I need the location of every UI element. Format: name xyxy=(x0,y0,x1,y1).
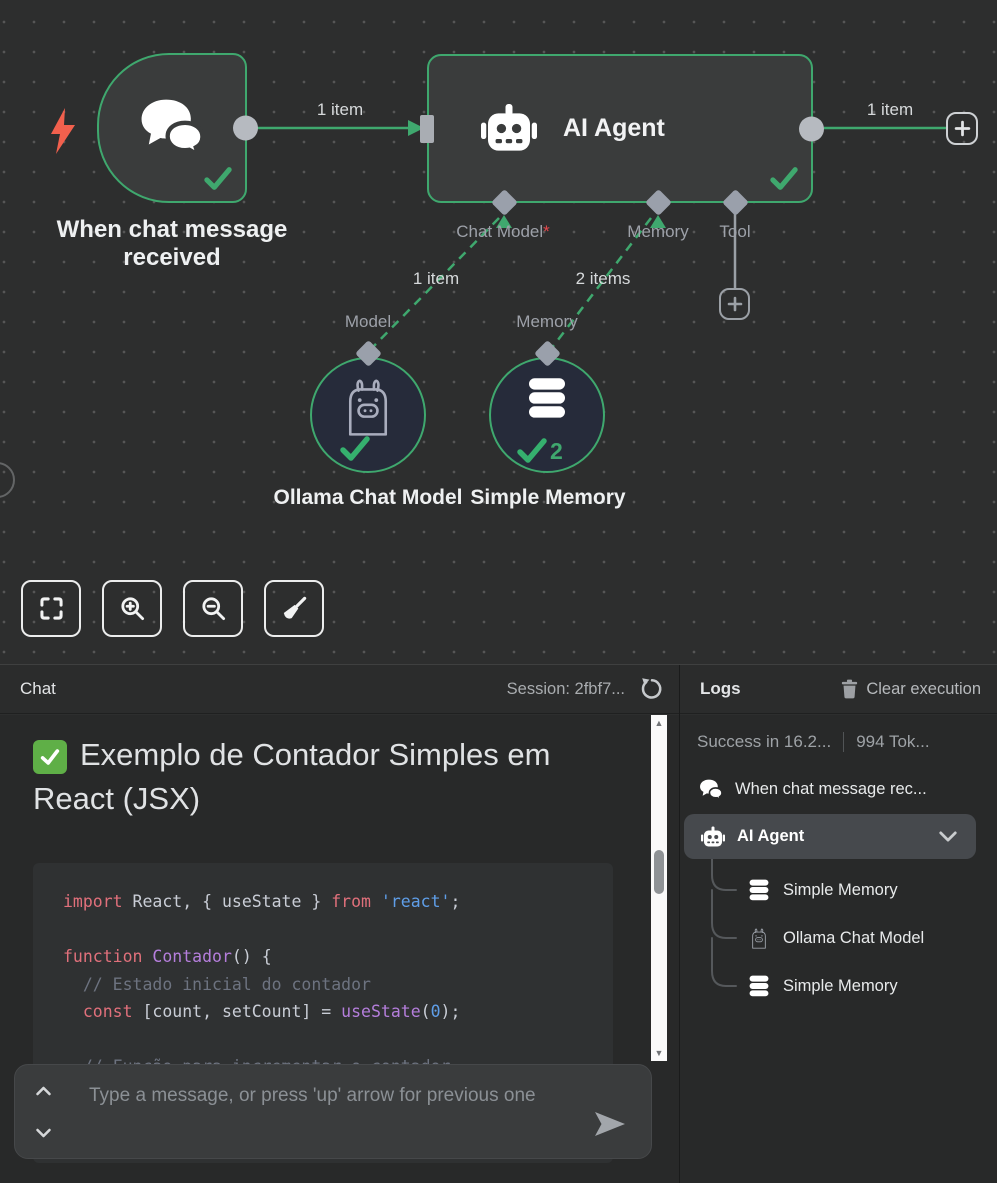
code-line: // Estado inicial do contador xyxy=(63,974,371,994)
log-row-ollama-chat-model[interactable]: Ollama Chat Model xyxy=(746,920,989,956)
success-check-count: 2 xyxy=(517,437,563,465)
edge-items-label: 1 item xyxy=(316,100,364,119)
llama-icon xyxy=(342,375,394,437)
memory-port-label: Memory xyxy=(627,222,689,241)
scrollbar-thumb[interactable] xyxy=(654,850,664,894)
code-line xyxy=(63,916,583,944)
success-check-icon xyxy=(340,435,370,463)
memory-subport-label: Memory xyxy=(516,312,578,331)
tool-port-label: Tool xyxy=(719,222,751,241)
status-tokens: 994 Tok... xyxy=(856,732,930,751)
connection-arrow-icon xyxy=(496,215,512,228)
send-button[interactable] xyxy=(593,1110,627,1138)
bottom-panels: Chat Session: 2fbf7... Exemplo de Contad… xyxy=(0,664,997,1183)
success-check-icon xyxy=(517,437,547,465)
code-line: function Contador() { xyxy=(63,947,272,966)
edge-items-label: 2 items xyxy=(575,269,631,288)
add-node-button[interactable] xyxy=(946,112,978,145)
chat-panel: Chat Session: 2fbf7... Exemplo de Contad… xyxy=(0,665,679,1183)
connection-arrow-icon xyxy=(650,215,666,228)
ollama-node-label: Ollama Chat Model xyxy=(273,486,463,509)
tidy-up-button[interactable] xyxy=(264,580,324,637)
expand-icon xyxy=(38,595,65,622)
success-check-icon xyxy=(770,166,798,192)
database-icon xyxy=(746,975,772,997)
log-row-simple-memory[interactable]: Simple Memory xyxy=(746,968,989,1004)
log-row-simple-memory[interactable]: Simple Memory xyxy=(746,872,989,908)
chat-bubbles-icon xyxy=(698,778,724,800)
white-check-mark-emoji xyxy=(33,740,67,774)
zoom-in-button[interactable] xyxy=(102,580,162,637)
output-port[interactable] xyxy=(233,115,258,141)
input-port[interactable] xyxy=(420,114,434,143)
session-id: Session: 2fbf7... xyxy=(506,679,625,698)
output-port[interactable] xyxy=(799,116,824,141)
scroll-up-icon[interactable]: ▲ xyxy=(654,718,664,728)
node-simple-memory[interactable]: 2 xyxy=(489,357,605,473)
database-icon xyxy=(525,377,569,419)
logs-body: Success in 16.2... 994 Tok... When chat … xyxy=(680,715,997,1183)
chevron-down-icon[interactable] xyxy=(938,830,958,843)
assistant-message-title: Exemplo de Contador Simples em React (JS… xyxy=(33,737,551,817)
chat-input-box xyxy=(14,1064,652,1159)
llama-icon xyxy=(746,927,772,949)
trash-icon xyxy=(842,679,858,699)
scroll-down-icon[interactable]: ▼ xyxy=(654,1048,664,1058)
robot-icon xyxy=(481,104,537,153)
log-row-label: When chat message rec... xyxy=(735,779,927,798)
broom-icon xyxy=(281,595,308,622)
node-when-chat-message-received[interactable] xyxy=(97,53,258,203)
logs-header: Logs Clear execution xyxy=(680,665,997,714)
log-row-ai-agent[interactable]: AI Agent xyxy=(684,814,976,859)
lightning-trigger-icon xyxy=(51,108,75,154)
chat-title: Chat xyxy=(20,679,56,698)
code-line: import React, { useState } from 'react'; xyxy=(63,892,461,911)
add-tool-button[interactable] xyxy=(719,288,750,320)
database-icon xyxy=(746,879,772,901)
logs-title: Logs xyxy=(700,679,741,698)
logs-panel: Logs Clear execution Success in 16.2... … xyxy=(679,665,997,1183)
reset-session-button[interactable] xyxy=(639,677,663,701)
send-icon xyxy=(595,1112,625,1136)
chat-model-port-label: Chat Model* xyxy=(456,222,550,241)
edge-items-label: 1 item xyxy=(412,269,460,288)
code-line xyxy=(63,1026,583,1054)
success-check-icon xyxy=(204,166,232,192)
execution-status: Success in 16.2... 994 Tok... xyxy=(697,732,930,752)
refresh-icon xyxy=(641,678,662,699)
chat-messages[interactable]: Exemplo de Contador Simples em React (JS… xyxy=(0,715,679,1183)
history-down-button[interactable] xyxy=(35,1127,52,1139)
log-row-label: AI Agent xyxy=(737,827,805,845)
log-row-label: Simple Memory xyxy=(783,880,898,899)
model-subport-label: Model xyxy=(344,312,392,331)
chat-header: Chat Session: 2fbf7... xyxy=(0,665,679,714)
message-input[interactable] xyxy=(89,1081,569,1147)
trigger-node-label: When chat message received xyxy=(56,216,288,272)
history-up-button[interactable] xyxy=(35,1085,52,1097)
robot-icon xyxy=(700,826,726,848)
node-ollama-chat-model[interactable] xyxy=(310,357,426,473)
workflow-canvas[interactable]: When chat message received AI Agent Chat… xyxy=(0,0,997,664)
node-ai-agent[interactable]: AI Agent xyxy=(420,54,824,203)
status-success: Success in 16.2... xyxy=(697,732,832,751)
canvas-toolbar xyxy=(21,580,324,637)
zoom-out-button[interactable] xyxy=(183,580,243,637)
log-row-label: Simple Memory xyxy=(783,976,898,995)
log-row-when-chat-message-rec[interactable]: When chat message rec... xyxy=(698,771,989,807)
zoom-in-icon xyxy=(119,595,146,622)
code-line: const [count, setCount] = useState(0); xyxy=(63,1002,461,1021)
memory-node-label: Simple Memory xyxy=(470,486,626,509)
chat-bubbles-icon xyxy=(137,97,207,160)
zoom-to-fit-button[interactable] xyxy=(21,580,81,637)
edge-items-label: 1 item xyxy=(866,100,914,119)
clear-execution-button[interactable]: Clear execution xyxy=(841,679,981,699)
divider xyxy=(843,732,845,752)
zoom-out-icon xyxy=(200,595,227,622)
chat-scrollbar[interactable]: ▲ ▼ xyxy=(651,715,667,1061)
agent-node-title: AI Agent xyxy=(563,114,665,142)
log-row-label: Ollama Chat Model xyxy=(783,928,925,947)
